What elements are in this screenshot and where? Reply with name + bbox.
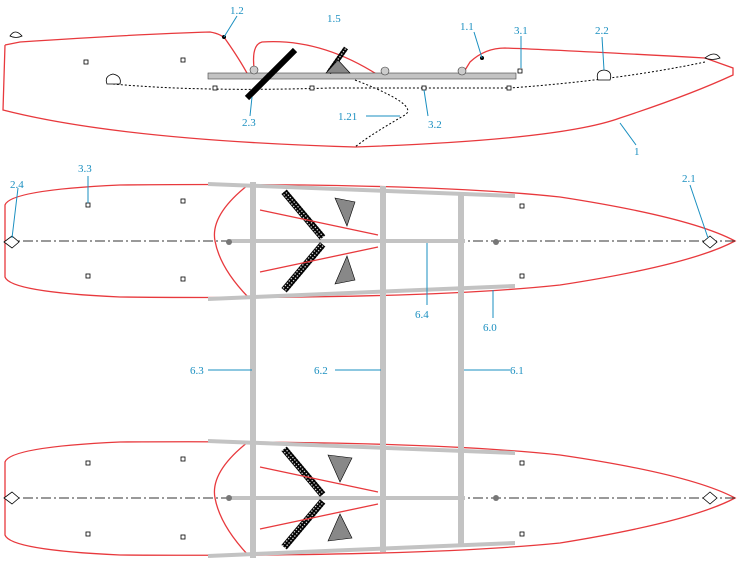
frame <box>208 182 515 558</box>
paddles-upper <box>259 189 379 293</box>
deck-fittings <box>83 57 523 91</box>
label-1-2: 1.2 <box>230 5 244 17</box>
side-view: 1.2 1.5 1.1 3.1 2.2 2.3 1.21 3.2 1 <box>2 5 734 158</box>
label-6-1: 6.1 <box>510 365 524 377</box>
label-1-5: 1.5 <box>327 13 341 25</box>
label-2-1: 2.1 <box>682 173 696 185</box>
hatch-knob <box>249 65 259 75</box>
cockpit-coaming <box>252 40 379 76</box>
label-6-3: 6.3 <box>190 365 204 377</box>
deck-eye <box>105 73 121 85</box>
label-2-2: 2.2 <box>595 25 609 37</box>
label-6-0: 6.0 <box>483 322 497 334</box>
hatch-knob <box>380 66 390 76</box>
seat-side <box>325 59 351 74</box>
paddle-1 <box>244 47 298 101</box>
label-1-21: 1.21 <box>338 111 357 123</box>
bow-handle <box>704 53 721 60</box>
crossbar-side <box>207 72 517 80</box>
hull-side-outline <box>2 31 734 148</box>
deck-eye <box>596 69 612 81</box>
label-2-4: 2.4 <box>10 179 24 191</box>
label-3-2: 3.2 <box>428 119 442 131</box>
top-view: 2.4 3.3 2.1 6.4 6.0 6.3 6.2 6.1 <box>3 163 737 558</box>
section-line <box>354 79 409 148</box>
label-6-2: 6.2 <box>314 365 328 377</box>
label-1: 1 <box>634 146 640 158</box>
label-3-1: 3.1 <box>514 25 528 37</box>
hatch-knob <box>457 66 467 76</box>
stern-handle <box>9 31 23 38</box>
paddles-lower <box>259 446 379 550</box>
label-1-1: 1.1 <box>460 21 474 33</box>
label-2-3: 2.3 <box>242 117 256 129</box>
label-3-3: 3.3 <box>78 163 92 175</box>
label-6-4: 6.4 <box>415 309 429 321</box>
top-fittings <box>3 198 718 540</box>
